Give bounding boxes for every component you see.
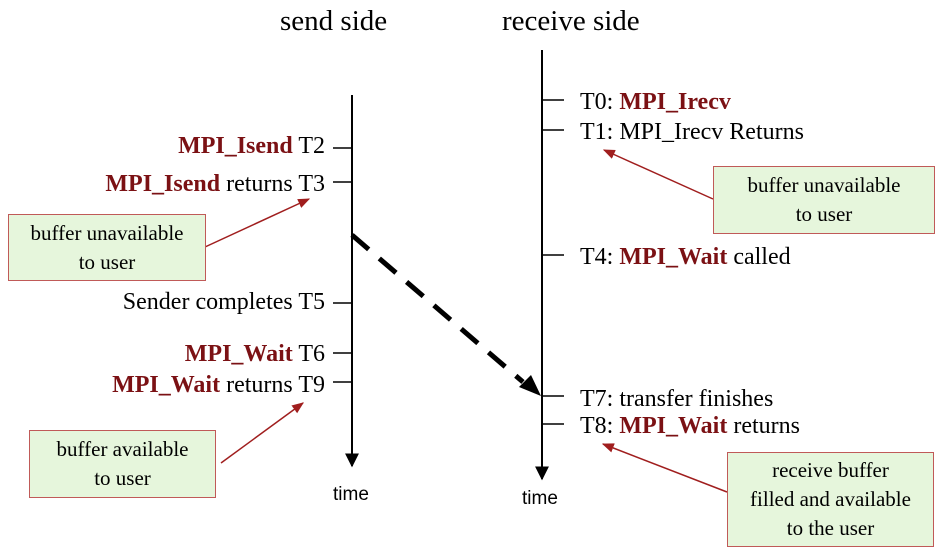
send-event-t9: MPI_Wait returns T9 bbox=[112, 373, 325, 397]
keyword-mpi-irecv: MPI_Irecv bbox=[619, 89, 731, 115]
transfer-arrow bbox=[350, 233, 525, 384]
note-line: buffer unavailable bbox=[30, 220, 184, 245]
pointer-send-available bbox=[220, 402, 304, 464]
keyword-mpi-wait: MPI_Wait bbox=[184, 341, 293, 367]
send-event-t6: MPI_Wait T6 bbox=[185, 342, 325, 366]
recv-event-t7: T7: transfer finishes bbox=[580, 386, 774, 412]
keyword-mpi-isend: MPI_Isend bbox=[105, 171, 221, 197]
note-line: filled and available bbox=[750, 487, 911, 511]
send-event-t3: MPI_Isend returns T3 bbox=[105, 172, 325, 196]
recv-event-t1: T1: MPI_Irecv Returns bbox=[580, 119, 804, 145]
recv-event-t0: T0: MPI_Irecv bbox=[580, 90, 731, 114]
time-label: T5 bbox=[298, 289, 325, 315]
note-line: receive buffer bbox=[772, 458, 889, 482]
note-line: to user bbox=[78, 249, 136, 274]
recv-time-axis-label: time bbox=[522, 488, 558, 509]
event-text: called bbox=[733, 244, 791, 270]
note-send-buffer-unavailable: buffer unavailable to user bbox=[8, 214, 206, 281]
send-time-axis-label: time bbox=[333, 484, 369, 505]
event-text: returns bbox=[226, 171, 293, 197]
time-label: T6 bbox=[298, 341, 325, 367]
pointer-send-unavailable bbox=[204, 198, 311, 248]
event-text: Sender completes bbox=[122, 289, 293, 315]
note-line: to the user bbox=[786, 516, 875, 540]
pointer-recv-unavailable bbox=[602, 149, 714, 200]
keyword-mpi-isend: MPI_Isend bbox=[178, 133, 293, 159]
time-label: T8: bbox=[580, 413, 614, 439]
event-text: returns bbox=[226, 372, 293, 398]
time-label: T2 bbox=[298, 133, 325, 159]
keyword-mpi-wait: MPI_Wait bbox=[619, 244, 728, 270]
note-recv-buffer-unavailable: buffer unavailable to user bbox=[713, 166, 935, 234]
send-event-t2: MPI_Isend T2 bbox=[178, 134, 325, 158]
recv-event-t8: T8: MPI_Wait returns bbox=[580, 414, 800, 438]
note-line: buffer unavailable bbox=[747, 173, 901, 197]
pointer-recv-filled bbox=[601, 443, 728, 493]
keyword-mpi-wait: MPI_Wait bbox=[619, 413, 728, 439]
send-side-header: send side bbox=[280, 5, 388, 37]
time-label: T3 bbox=[298, 171, 325, 197]
time-label: T9 bbox=[298, 372, 325, 398]
transfer-arrow-head bbox=[519, 375, 541, 396]
recv-event-t4: T4: MPI_Wait called bbox=[580, 245, 791, 269]
send-event-t5: Sender completes T5 bbox=[123, 290, 325, 314]
note-send-buffer-available: buffer available to user bbox=[29, 430, 216, 498]
note-recv-buffer-filled: receive buffer filled and available to t… bbox=[727, 452, 934, 547]
time-label: T4: bbox=[580, 244, 614, 270]
event-text: returns bbox=[733, 413, 800, 439]
note-line: to user bbox=[795, 202, 853, 226]
time-label: T0: bbox=[580, 89, 614, 115]
note-line: to user bbox=[94, 466, 151, 490]
note-line: buffer available bbox=[56, 437, 189, 461]
receive-side-header: receive side bbox=[502, 5, 640, 37]
keyword-mpi-wait: MPI_Wait bbox=[112, 372, 221, 398]
